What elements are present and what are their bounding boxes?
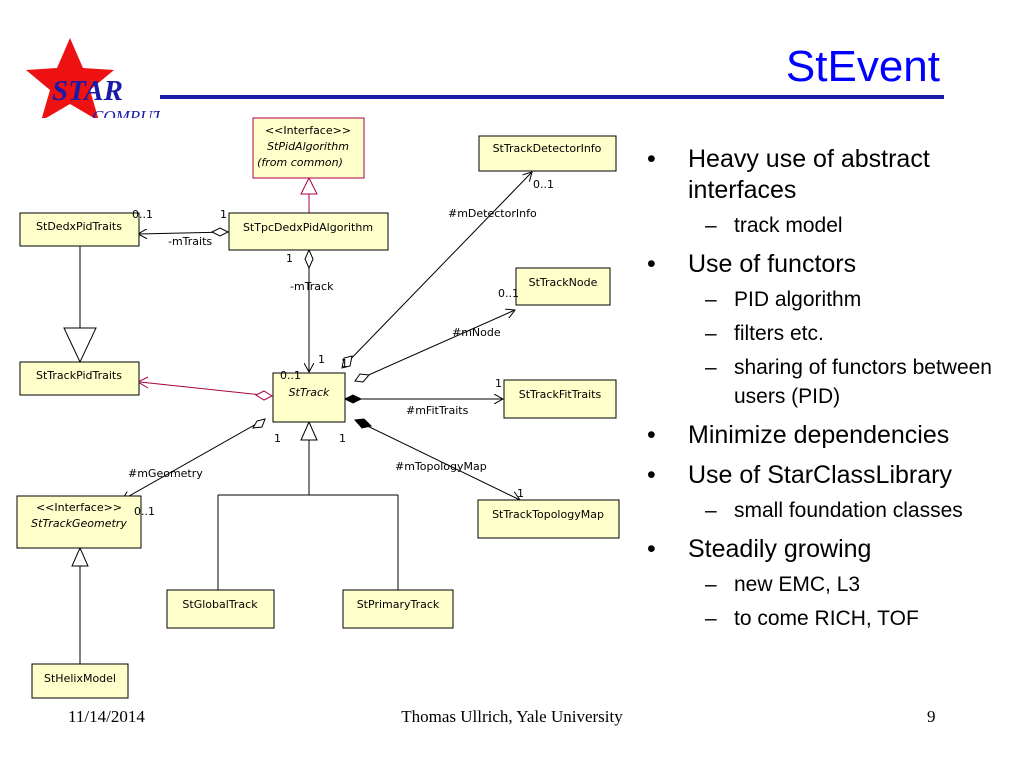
box-sttrack: StTrack	[272, 372, 346, 423]
box-stprimarytrack-name: StPrimaryTrack	[357, 598, 440, 611]
mult-track-1-bottom-left: 1	[274, 432, 281, 445]
footer-page-number: 9	[927, 707, 936, 726]
box-sttracknode: StTrackNode	[515, 267, 611, 306]
box-stdedxpidtraits-name: StDedxPidTraits	[36, 220, 122, 233]
box-stglobaltrack: StGlobalTrack	[166, 589, 275, 629]
sub-bullet-pid-algorithm: PID algorithm	[640, 285, 1024, 314]
star-logo-icon	[26, 38, 114, 118]
bullet-starclasslibrary: Use of StarClassLibrary	[640, 460, 1024, 491]
label-m-track: -mTrack	[290, 280, 334, 293]
title-rule	[160, 95, 944, 99]
bullet-abstract-interfaces: Heavy use of abstract interfaces	[640, 144, 1024, 206]
label-m-topology-map: #mTopologyMap	[395, 460, 487, 473]
mult-geometry-0-1: 0..1	[134, 505, 155, 518]
label-m-node: #mNode	[452, 326, 501, 339]
mult-dedx-0-1: 0..1	[132, 208, 153, 221]
sub-bullet-sharing-functors: sharing of functors between users (PID)	[640, 353, 1024, 411]
box-stglobaltrack-name: StGlobalTrack	[182, 598, 258, 611]
box-sttrackfittraits: StTrackFitTraits	[503, 379, 617, 419]
mult-tpc-track-1: 1	[286, 252, 293, 265]
box-sttrackpidtraits-name: StTrackPidTraits	[36, 369, 122, 382]
logo-computing-text: COMPUTING	[92, 107, 160, 118]
mult-track-1-right: 1	[341, 357, 348, 370]
bullet-list: Heavy use of abstract interfaces track m…	[640, 135, 1024, 633]
box-stprimarytrack: StPrimaryTrack	[342, 589, 454, 629]
label-m-traits: -mTraits	[168, 235, 212, 248]
box-stdedxpidtraits: StDedxPidTraits	[19, 212, 140, 247]
box-sttrackgeometry-name: StTrackGeometry	[31, 517, 127, 530]
logo-star-text: STAR	[52, 75, 123, 107]
box-sttrackgeometry: <<Interface>> StTrackGeometry	[16, 495, 142, 549]
multiplicity-labels: 0..1 1 0..1 1 0..1 1 1 0..1 1 1 1 1 0..1	[132, 178, 554, 518]
mult-track-1-bottom-right: 1	[339, 432, 346, 445]
footer-date: 11/14/2014	[68, 707, 145, 726]
label-m-fit-traits: #mFitTraits	[406, 404, 469, 417]
box-sttracktopologymap: StTrackTopologyMap	[477, 499, 620, 539]
box-sttrack-name: StTrack	[289, 386, 330, 399]
sub-bullet-track-model: track model	[640, 211, 1024, 240]
slide-title: StEvent	[785, 42, 940, 91]
mult-track-1-top: 1	[318, 353, 325, 366]
sub-bullet-rich-tof: to come RICH, TOF	[640, 604, 1024, 633]
bullet-steadily-growing: Steadily growing	[640, 534, 1024, 565]
box-sttrackgeometry-stereotype: <<Interface>>	[36, 501, 122, 514]
box-sthelixmodel: StHelixModel	[31, 663, 129, 699]
mult-topology-1: 1	[517, 487, 524, 500]
inheritance-links	[63, 176, 399, 664]
association-labels: -mTraits -mTrack #mDetectorInfo #mNode #…	[128, 207, 537, 480]
box-stpidalgorithm-note: (from common)	[257, 156, 343, 169]
box-sttrackdetectorinfo: StTrackDetectorInfo	[478, 135, 617, 172]
box-sttracknode-name: StTrackNode	[529, 276, 598, 289]
mult-node-0-1: 0..1	[498, 287, 519, 300]
box-stpidalgorithm-stereotype: <<Interface>>	[265, 124, 351, 137]
mult-track-0-1: 0..1	[280, 369, 301, 382]
mult-fit-1: 1	[495, 377, 502, 390]
box-sttrackdetectorinfo-name: StTrackDetectorInfo	[493, 142, 602, 155]
uml-class-diagram: <<Interface>> StPidAlgorithm (from commo…	[16, 117, 620, 699]
mult-detector-0-1: 0..1	[533, 178, 554, 191]
box-sttrackfittraits-name: StTrackFitTraits	[519, 388, 602, 401]
bullet-functors: Use of functors	[640, 249, 1024, 280]
footer-author: Thomas Ullrich, Yale University	[401, 707, 623, 726]
star-computing-logo: STAR COMPUTING	[10, 38, 160, 118]
association-links	[122, 172, 532, 500]
box-sttpcdedxpidalgorithm: StTpcDedxPidAlgorithm	[228, 212, 389, 251]
box-sttrackpidtraits: StTrackPidTraits	[19, 361, 140, 396]
box-stpidalgorithm: <<Interface>> StPidAlgorithm (from commo…	[252, 117, 365, 179]
box-sttpcdedxpidalgorithm-name: StTpcDedxPidAlgorithm	[243, 221, 373, 234]
label-m-detector-info: #mDetectorInfo	[448, 207, 537, 220]
bullet-minimize-dependencies: Minimize dependencies	[640, 420, 1024, 451]
sub-bullet-emc-l3: new EMC, L3	[640, 570, 1024, 599]
label-m-geometry: #mGeometry	[128, 467, 203, 480]
sub-bullet-filters: filters etc.	[640, 319, 1024, 348]
box-sttracktopologymap-name: StTrackTopologyMap	[492, 508, 604, 521]
box-sthelixmodel-name: StHelixModel	[44, 672, 116, 685]
mult-tpc-1: 1	[220, 208, 227, 221]
box-stpidalgorithm-name: StPidAlgorithm	[267, 140, 349, 153]
sub-bullet-foundation-classes: small foundation classes	[640, 496, 1024, 525]
